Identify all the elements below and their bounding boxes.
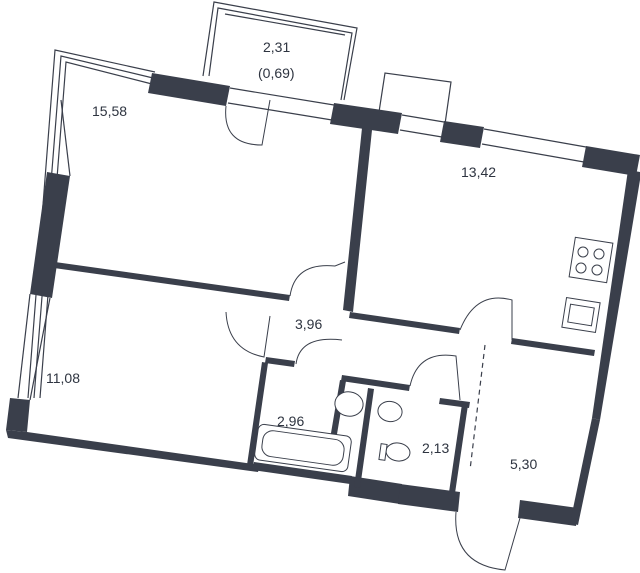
washbasin-icon — [377, 400, 403, 423]
area-label-wc: 2,13 — [422, 440, 449, 456]
area-label-bedroom: 15,58 — [92, 103, 127, 119]
walls — [6, 73, 640, 526]
door-swings — [225, 99, 521, 571]
area-label-hall: 3,96 — [295, 316, 322, 332]
wc-fixtures — [377, 400, 411, 462]
toilet-icon — [385, 442, 411, 462]
balcony-top — [202, 1, 358, 101]
area-label-balcony-secondary: (0,69) — [258, 65, 295, 81]
kitchen-fixtures — [561, 236, 614, 334]
balcony-right — [378, 72, 452, 125]
stove-icon — [568, 236, 614, 284]
washbasin-icon — [334, 391, 364, 417]
bathroom-fixtures — [254, 391, 364, 473]
area-label-bathroom: 2,96 — [277, 413, 304, 429]
area-label-living: 11,08 — [46, 370, 80, 386]
area-label-kitchen: 13,42 — [461, 164, 496, 180]
area-label-corridor: 5,30 — [510, 456, 537, 472]
area-label-balcony: 2,31 — [263, 39, 290, 55]
